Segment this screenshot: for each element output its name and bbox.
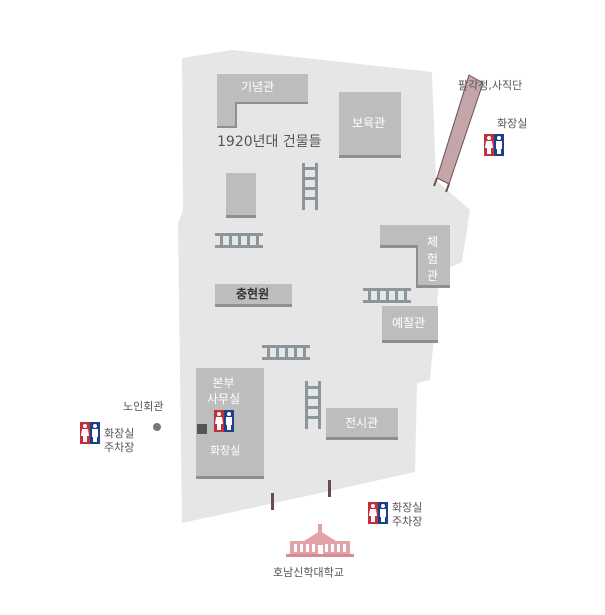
university-building-icon[interactable]: [286, 524, 354, 557]
bottom-restroom-label: 화장실: [392, 501, 423, 514]
restroom-icon: [368, 502, 388, 524]
headquarters-label: 본부 사무실: [207, 375, 240, 407]
senior-center-marker[interactable]: [153, 423, 161, 431]
stairs-icon: [302, 163, 318, 210]
yejeol-hall-label: 예절관: [392, 316, 426, 330]
stairs-icon: [215, 233, 263, 248]
stairs-icon: [262, 345, 310, 360]
left-parking-label: 주차장: [104, 441, 135, 454]
yejeol-hall-building[interactable]: [382, 306, 438, 343]
exhibition-hall-building[interactable]: [326, 408, 398, 440]
restroom-icon[interactable]: [484, 134, 504, 156]
stairs-icon: [305, 381, 321, 429]
experience-hall-building[interactable]: [380, 225, 450, 288]
boyuk-hall-label: 보육관: [352, 116, 386, 130]
experience-hall-char: 험: [427, 252, 439, 266]
left-restroom-label: 화장실: [104, 427, 135, 440]
headquarters-restroom-label: 화장실: [210, 444, 241, 457]
gate-post: [328, 480, 331, 497]
palgakjeong-label: 팔각정,사직단: [458, 79, 523, 92]
memorial-hall-building[interactable]: [217, 74, 308, 128]
university-label: 호남신학대학교: [273, 566, 344, 579]
restroom-icon[interactable]: [80, 422, 100, 444]
memorial-hall-label: 기념관: [241, 80, 275, 94]
palgakjeong-path[interactable]: [433, 74, 484, 193]
restroom-icon[interactable]: [368, 502, 388, 524]
experience-hall-char: 체: [427, 235, 439, 249]
headquarters-line: 사무실: [207, 392, 241, 406]
exhibition-hall-label: 전시관: [345, 416, 379, 430]
stairs-icon: [363, 288, 411, 303]
bottom-facilities-label: 화장실 주차장: [392, 501, 422, 529]
chunghyeon-won-building[interactable]: [215, 284, 292, 307]
boyuk-hall-building[interactable]: [339, 92, 401, 158]
headquarters-line: 본부: [212, 376, 235, 390]
restroom-icon: [80, 422, 100, 444]
small-building: [226, 173, 256, 218]
chunghyeon-won-label: 충현원: [236, 287, 270, 301]
left-facilities-label: 화장실 주차장: [104, 427, 134, 455]
restroom-icon: [484, 134, 504, 156]
experience-hall-char: 관: [427, 269, 439, 283]
gate-post: [271, 493, 274, 510]
headquarters-entrance: [197, 424, 207, 434]
bottom-parking-label: 주차장: [392, 515, 423, 528]
restroom-icon: [214, 410, 234, 432]
restroom-icon[interactable]: [214, 410, 234, 432]
senior-center-label: 노인회관: [123, 400, 164, 413]
buildings-1920s-label: 1920년대 건물들: [217, 134, 322, 150]
restroom-top-right-label: 화장실: [497, 117, 528, 130]
experience-hall-label: 체 험 관: [427, 234, 438, 285]
